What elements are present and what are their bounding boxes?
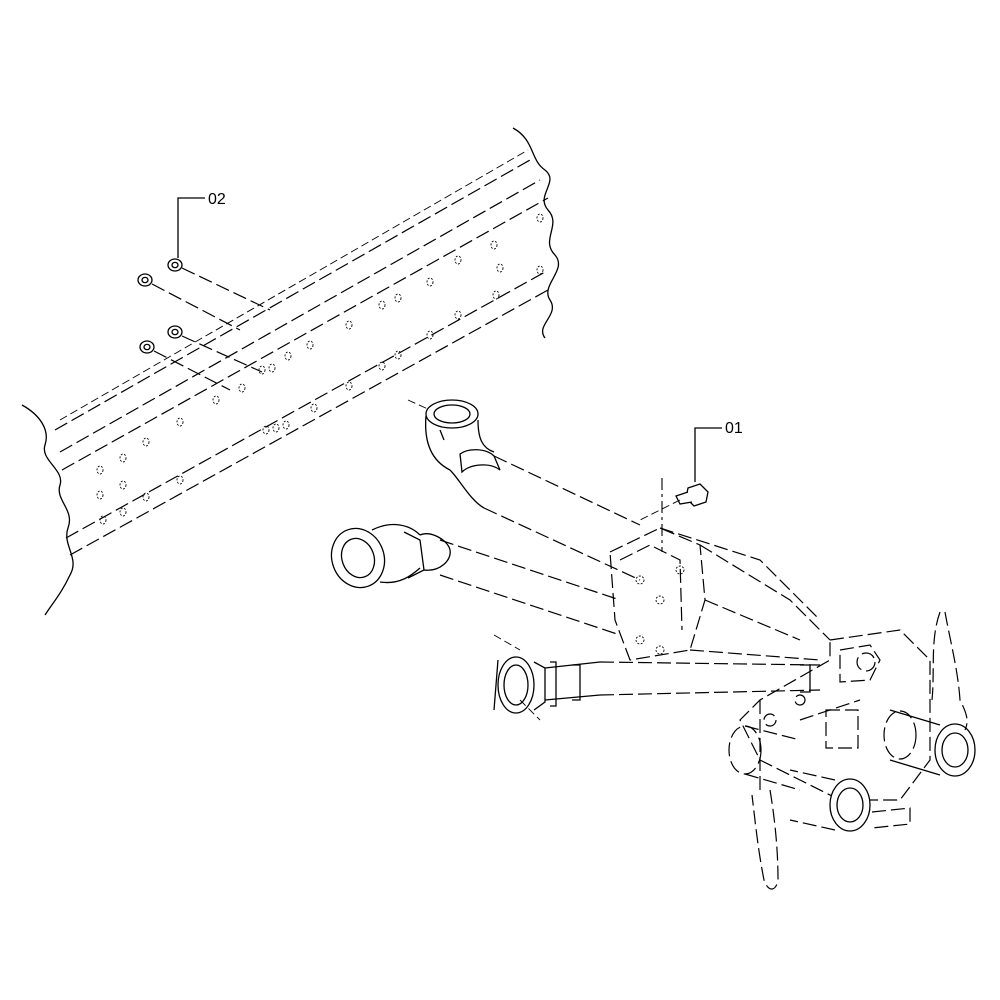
nut-icon (167, 325, 183, 339)
nut-group (137, 258, 271, 391)
bolt-icon (675, 483, 709, 507)
nut-icon (139, 340, 155, 354)
callout-leader-02 (177, 197, 205, 258)
callout-leader-01 (694, 427, 722, 482)
lower-lever (751, 789, 779, 890)
callout-label-02: 02 (208, 191, 226, 208)
frame-break-left (21, 404, 74, 616)
rail-holes (96, 213, 544, 525)
lower-air-pipe (330, 523, 621, 636)
crossover-pipe (493, 634, 821, 721)
frame-break-right (512, 127, 560, 339)
callout-label-01: 01 (725, 420, 743, 437)
nut-icon (137, 273, 153, 287)
valve-assembly (728, 611, 976, 890)
upper-air-pipe (407, 399, 641, 581)
upper-lever (944, 611, 968, 731)
frame-rail (21, 127, 560, 616)
nut-icon (167, 258, 183, 272)
mounting-bracket (609, 527, 831, 661)
